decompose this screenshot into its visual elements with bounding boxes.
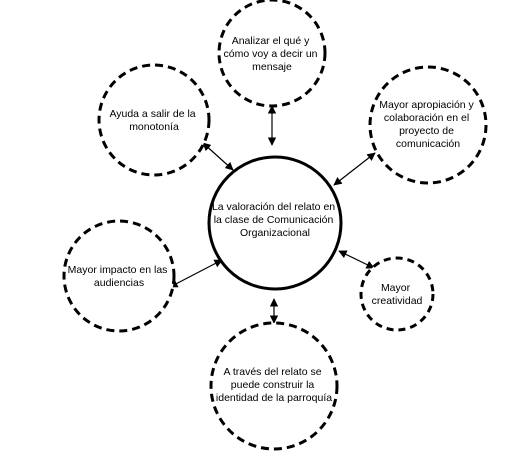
node-top-right-line: colaboración en el xyxy=(384,112,469,124)
node-right-label: Mayor creatividad xyxy=(372,282,423,307)
connector-right xyxy=(338,250,375,269)
node-bottom-circle xyxy=(209,321,339,451)
connector-top-left xyxy=(202,142,234,171)
node-top-right-line: proyecto de xyxy=(399,125,454,137)
node-right-circle xyxy=(359,256,435,332)
node-left-circle xyxy=(62,219,176,333)
node-left-label: Mayor impacto en las audiencias xyxy=(68,264,171,289)
node-top-right-label: Mayor apropiación y colaboración en el p… xyxy=(379,99,476,150)
node-top-left-line: monotonía xyxy=(129,121,179,133)
center-circle xyxy=(207,155,343,291)
connectors xyxy=(169,105,376,324)
node-top-circle xyxy=(217,0,327,108)
node-top: Analizar el qué y cómo voy a decir un me… xyxy=(217,0,327,108)
node-top-left-circle xyxy=(97,63,211,177)
node-top-line: cómo voy a decir un xyxy=(224,48,318,60)
center-line: Organizacional xyxy=(240,227,310,239)
node-top-right-line: Mayor apropiación y xyxy=(379,99,474,111)
node-top-right-circle xyxy=(368,65,488,185)
center-label: La valoración del relato en la clase de … xyxy=(212,201,338,239)
node-top-line: mensaje xyxy=(252,61,292,73)
node-right: Mayor creatividad xyxy=(359,256,435,332)
node-left-line: audiencias xyxy=(94,277,144,289)
node-top-left-line: Ayuda a salir de la xyxy=(109,108,195,120)
node-bottom-label: A través del relato se puede construir l… xyxy=(216,366,332,404)
node-top-left: Ayuda a salir de la monotonía xyxy=(97,63,211,177)
connector-left xyxy=(169,259,223,288)
node-top-right-line: comunicación xyxy=(396,138,460,150)
node-right-line: Mayor xyxy=(381,282,411,294)
center-line: La valoración del relato en xyxy=(212,201,335,213)
node-bottom: A través del relato se puede construir l… xyxy=(209,321,339,451)
node-top-line: Analizar el qué y xyxy=(232,35,310,47)
connector-top-right xyxy=(333,152,376,186)
node-top-label: Analizar el qué y cómo voy a decir un me… xyxy=(224,35,321,73)
node-bottom-line: A través del relato se xyxy=(224,366,322,378)
node-top-left-label: Ayuda a salir de la monotonía xyxy=(109,108,198,133)
node-bottom-line: puede construir la xyxy=(231,379,315,391)
node-left: Mayor impacto en las audiencias xyxy=(62,219,176,333)
node-right-line: creatividad xyxy=(372,295,423,307)
node-top-right: Mayor apropiación y colaboración en el p… xyxy=(368,65,488,185)
center-node: La valoración del relato en la clase de … xyxy=(207,155,343,291)
node-bottom-line: identidad de la parroquía xyxy=(216,392,332,404)
node-left-line: Mayor impacto en las xyxy=(68,264,168,276)
center-line: la clase de Comunicación xyxy=(214,214,334,226)
